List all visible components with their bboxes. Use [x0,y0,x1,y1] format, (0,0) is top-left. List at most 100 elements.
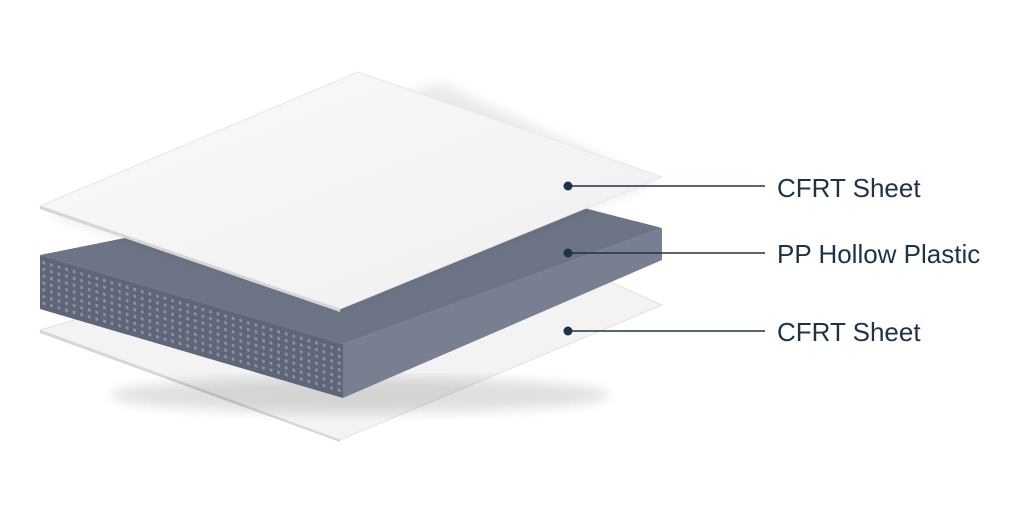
hollow-cell [239,359,243,364]
hollow-cell [171,319,174,323]
hollow-cell [163,323,167,328]
hollow-cell [65,281,68,285]
hollow-cell [254,343,258,348]
hollow-cell [42,267,46,272]
hollow-cell [133,314,137,319]
hollow-cell [330,372,333,377]
hollow-cell [186,330,190,335]
hollow-cell [193,339,197,344]
hollow-cell [163,310,167,314]
hollow-cell [148,305,152,310]
hollow-cell [246,361,250,366]
hollow-cell [284,372,288,377]
hollow-cell [330,352,333,356]
hollow-cell [193,332,197,337]
hollow-cell [231,336,235,341]
hollow-cell [110,314,114,319]
hollow-cell [284,366,288,370]
hollow-cell [231,350,235,355]
hollow-cell [178,334,182,339]
hollow-cell [72,290,76,294]
hollow-cell [216,325,220,330]
hollow-cell [277,370,280,375]
hollow-cell [307,359,311,363]
hollow-cell [42,274,46,279]
hollow-cell [125,292,129,296]
hollow-cell [171,312,174,317]
hollow-cell [133,321,137,326]
hollow-cell [95,310,99,315]
hollow-cell [140,289,144,294]
hollow-cell [315,381,318,386]
hollow-cell [201,341,205,346]
hollow-cell [216,352,220,357]
hollow-cell [262,325,265,330]
hollow-cell [262,332,265,336]
hollow-cell [246,334,250,339]
hollow-cell [118,317,121,321]
hollow-cell [125,305,129,310]
hollow-cell [178,307,182,312]
hollow-cell [300,343,303,348]
hollow-cell [277,363,280,368]
hollow-cell [322,350,326,354]
hollow-cell [42,301,46,306]
hollow-cell [224,341,227,346]
callout-top [563,181,765,191]
hollow-cell [57,299,61,303]
hollow-cell [186,323,190,328]
hollow-cell [163,316,167,321]
hollow-cell [315,347,318,352]
hollow-cell [80,305,83,310]
hollow-cell [269,354,273,359]
hollow-cell [125,312,129,317]
hollow-cell [216,332,220,337]
hollow-cell [133,287,137,292]
hollow-cell [246,327,250,332]
hollow-cell [307,372,311,377]
hollow-cell [292,375,296,379]
hollow-cell [65,274,68,279]
hollow-cell [246,341,250,346]
hollow-cell [292,334,296,339]
hollow-cell [262,338,265,343]
layer-label-middle: PP Hollow Plastic [777,239,981,269]
hollow-cell [193,318,197,323]
layer-label-bottom: CFRT Sheet [777,317,921,347]
hollow-cell [231,343,235,348]
hollow-cell [239,318,243,323]
hollow-cell [163,296,167,301]
hollow-cell [224,314,227,319]
hollow-cell [322,370,326,375]
hollow-cell [300,377,303,381]
hollow-cell [186,343,190,348]
hollow-cell [95,303,99,308]
hollow-cell [209,309,212,314]
hollow-cell [300,363,303,368]
hollow-cell [57,292,61,297]
hollow-cell [50,297,53,301]
hollow-cell [292,361,296,366]
layer-label-top: CFRT Sheet [777,173,921,203]
core-shadow [110,377,610,413]
hollow-cell [140,323,144,328]
hollow-cell [307,345,311,350]
hollow-cell [224,348,227,352]
hollow-cell [239,332,243,337]
hollow-cell [178,341,182,346]
hollow-cell [269,327,273,332]
hollow-cell [216,346,220,350]
hollow-cell [284,332,288,336]
hollow-cell [42,294,46,299]
hollow-cell [231,316,235,321]
hollow-cell [156,301,159,305]
hollow-cell [254,329,258,334]
hollow-cell [125,298,129,303]
hollow-cell [110,301,114,305]
hollow-cell [163,303,167,307]
hollow-cell [156,334,159,339]
hollow-cell [171,305,174,310]
hollow-cell [148,292,152,296]
hollow-cell [80,312,83,317]
hollow-cell [72,303,76,308]
